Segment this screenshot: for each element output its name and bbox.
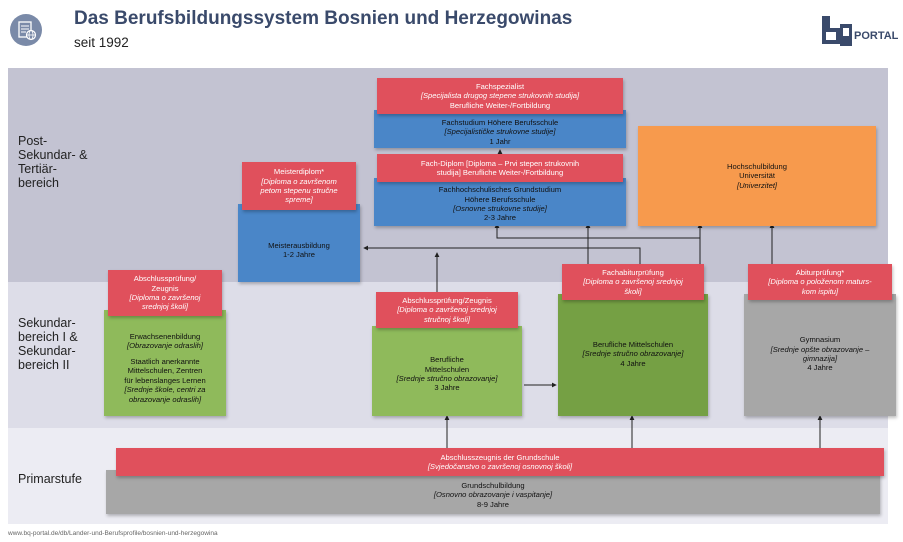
fachdiplom-l1: Fach-Diplom [Diploma – Prvi stepen struk… bbox=[420, 158, 580, 168]
band-label-sek: Sekundar- bereich I & Sekundar- bereich … bbox=[18, 316, 78, 372]
meisterausbildung-l2: 1-2 Jahre bbox=[282, 250, 316, 259]
grundschule-abschluss-l2: [Svjedočanstvo o završenoj osnovnoj škol… bbox=[427, 462, 573, 471]
box-fachspezialist: Fachspezialist [Specijalista drugog step… bbox=[377, 78, 623, 114]
box-meisterdiplom: Meisterdiplom* [Diploma o završenom peto… bbox=[242, 162, 356, 210]
meisterausbildung-l1: Meisterausbildung bbox=[268, 240, 330, 250]
fachstudium-l2: [Specijalističke strukovne studije] bbox=[444, 127, 556, 137]
page-subtitle: seit 1992 bbox=[74, 35, 129, 50]
berufliche-ms3-l4: 3 Jahre bbox=[434, 383, 460, 393]
fachhochschul-l3: [Osnovne strukovne studije] bbox=[453, 204, 547, 213]
box-fachstudium: Fachstudium Höhere Berufsschule [Specija… bbox=[374, 110, 626, 148]
abitur-l2: [Diploma o položenom maturs- bbox=[768, 277, 872, 287]
box-meisterausbildung: Meisterausbildung 1-2 Jahre bbox=[238, 204, 360, 282]
berufliche-ms3-l1: Berufliche bbox=[430, 355, 464, 365]
abitur-l3: kom ispitu] bbox=[801, 286, 839, 296]
fachabitur-l2: [Diploma o završenoj srednjoj bbox=[583, 277, 683, 287]
erwachsenen-l2: [Obrazovanje odraslih] bbox=[127, 341, 203, 351]
box-berufliche-mittelschulen-3: Berufliche Mittelschulen [Srednje stručn… bbox=[372, 326, 522, 416]
box-erwachsenenbildung: Erwachsenenbildung [Obrazovanje odraslih… bbox=[104, 310, 226, 416]
fachstudium-l1: Fachstudium Höhere Berufsschule bbox=[441, 117, 559, 127]
source-url: www.bq-portal.de/db/Lander-und-Berufspro… bbox=[8, 530, 218, 537]
header-icon-circle bbox=[10, 14, 42, 46]
erwachsenen-l1: Erwachsenenbildung bbox=[129, 332, 201, 342]
fachspezialist-l1: Fachspezialist bbox=[475, 81, 525, 91]
box-fachabitur: Fachabiturprüfung [Diploma o završenoj s… bbox=[562, 264, 704, 300]
berufliche-ms3-l3: [Srednje stručno obrazovanje] bbox=[396, 374, 498, 383]
abschluss-bm-l2: [Diploma o završenoj srednjoj bbox=[397, 305, 497, 315]
grundschulbildung-l1: Grundschulbildung bbox=[461, 480, 525, 490]
gymnasium-l1: Gymnasium bbox=[799, 335, 841, 345]
abschluss-erw-l4: srednjoj školi] bbox=[141, 302, 188, 312]
box-fachhochschul: Fachhochschulisches Grundstudium Höhere … bbox=[374, 178, 626, 226]
grundschulbildung-l2: [Osnovno obrazovanje i vaspitanje] bbox=[433, 490, 553, 500]
box-abitur: Abiturprüfung* [Diploma o položenom matu… bbox=[748, 264, 892, 300]
fachspezialist-l2: [Specijalista drugog stepene strukovnih … bbox=[420, 91, 580, 101]
page-title: Das Berufsbildungssystem Bosnien und Her… bbox=[74, 8, 573, 29]
abschluss-bm-l1: Abschlussprüfung/Zeugnis bbox=[402, 295, 492, 305]
berufliche-ms3-l2: Mittelschulen bbox=[424, 364, 470, 374]
band-label-prim: Primarstufe bbox=[18, 472, 82, 486]
fachabitur-l3: školi] bbox=[624, 286, 642, 296]
fachhochschul-l1: Fachhochschulisches Grundstudium bbox=[438, 185, 562, 195]
fachhochschul-l2: Höhere Berufsschule bbox=[464, 194, 536, 204]
gymnasium-l2: [Srednje opšte obrazovanje – bbox=[770, 344, 870, 354]
abitur-l1: Abiturprüfung* bbox=[795, 267, 845, 277]
meisterdiplom-l2: [Diploma o završenom bbox=[261, 176, 337, 186]
document-globe-icon bbox=[18, 21, 37, 41]
bq-logo-mark bbox=[822, 16, 852, 46]
hochschul-l1: Hochschulbildung bbox=[727, 161, 787, 171]
berufliche-ms4-l2: [Srednje stručno obrazovanje] bbox=[582, 349, 684, 359]
bq-portal-logo: PORTAL bbox=[820, 14, 900, 50]
box-abschluss-berufliche: Abschlussprüfung/Zeugnis [Diploma o zavr… bbox=[376, 292, 518, 328]
box-grundschulbildung: Grundschulbildung [Osnovno obrazovanje i… bbox=[106, 470, 880, 514]
fachspezialist-l3: Berufliche Weiter-/Fortbildung bbox=[449, 100, 551, 110]
abschluss-erw-l1: Abschlussprüfung/ bbox=[133, 274, 197, 284]
grundschulbildung-l3: 8-9 Jahre bbox=[476, 499, 510, 509]
fachdiplom-l2: studija] Berufliche Weiter-/Fortbildung bbox=[436, 168, 564, 177]
box-gymnasium: Gymnasium [Srednje opšte obrazovanje – g… bbox=[744, 294, 896, 416]
logo-text: PORTAL bbox=[854, 30, 899, 42]
gymnasium-l4: 4 Jahre bbox=[807, 363, 833, 373]
box-berufliche-mittelschulen-4: Berufliche Mittelschulen [Srednje stručn… bbox=[558, 294, 708, 416]
box-grundschule-abschluss: Abschlusszeugnis der Grundschule [Svjedo… bbox=[116, 448, 884, 476]
abschluss-bm-l3: stručnoj školi] bbox=[423, 314, 470, 324]
meisterdiplom-l4: spreme] bbox=[285, 195, 313, 205]
grundschule-abschluss-l1: Abschlusszeugnis der Grundschule bbox=[440, 452, 560, 462]
erwachsenen-l4: Mittelschulen, Zentren bbox=[127, 366, 203, 376]
erwachsenen-l3: Staatlich anerkannte bbox=[130, 356, 200, 366]
hochschul-l3: [Univerzitet] bbox=[736, 180, 778, 190]
erwachsenen-l7: obrazovanje odraslih] bbox=[128, 394, 202, 404]
fachstudium-l3: 1 Jahr bbox=[489, 136, 511, 146]
box-abschluss-erwachsenen: Abschlussprüfung/ Zeugnis [Diploma o zav… bbox=[108, 270, 222, 316]
erwachsenen-l6: [Srednje škole, centri za bbox=[124, 385, 206, 395]
berufliche-ms4-l3: 4 Jahre bbox=[620, 358, 646, 368]
gymnasium-l3: gimnazija] bbox=[802, 354, 838, 363]
meisterdiplom-l1: Meisterdiplom* bbox=[273, 167, 325, 177]
box-fachdiplom: Fach-Diplom [Diploma – Prvi stepen struk… bbox=[377, 154, 623, 182]
abschluss-erw-l3: [Diploma o završenoj bbox=[129, 293, 201, 302]
box-hochschulbildung: Hochschulbildung Universität [Univerzite… bbox=[638, 126, 876, 226]
berufliche-ms4-l1: Berufliche Mittelschulen bbox=[592, 339, 674, 349]
band-label-post: Post- Sekundar- & Tertiär- bereich bbox=[18, 134, 88, 190]
fachhochschul-l4: 2-3 Jahre bbox=[483, 213, 517, 223]
fachabitur-l1: Fachabiturprüfung bbox=[602, 267, 664, 277]
hochschul-l2: Universität bbox=[739, 171, 775, 181]
erwachsenen-l5: für lebenslanges Lernen bbox=[124, 375, 206, 385]
abschluss-erw-l2: Zeugnis bbox=[151, 283, 179, 293]
meisterdiplom-l3: petom stepenu stručne bbox=[260, 186, 338, 195]
